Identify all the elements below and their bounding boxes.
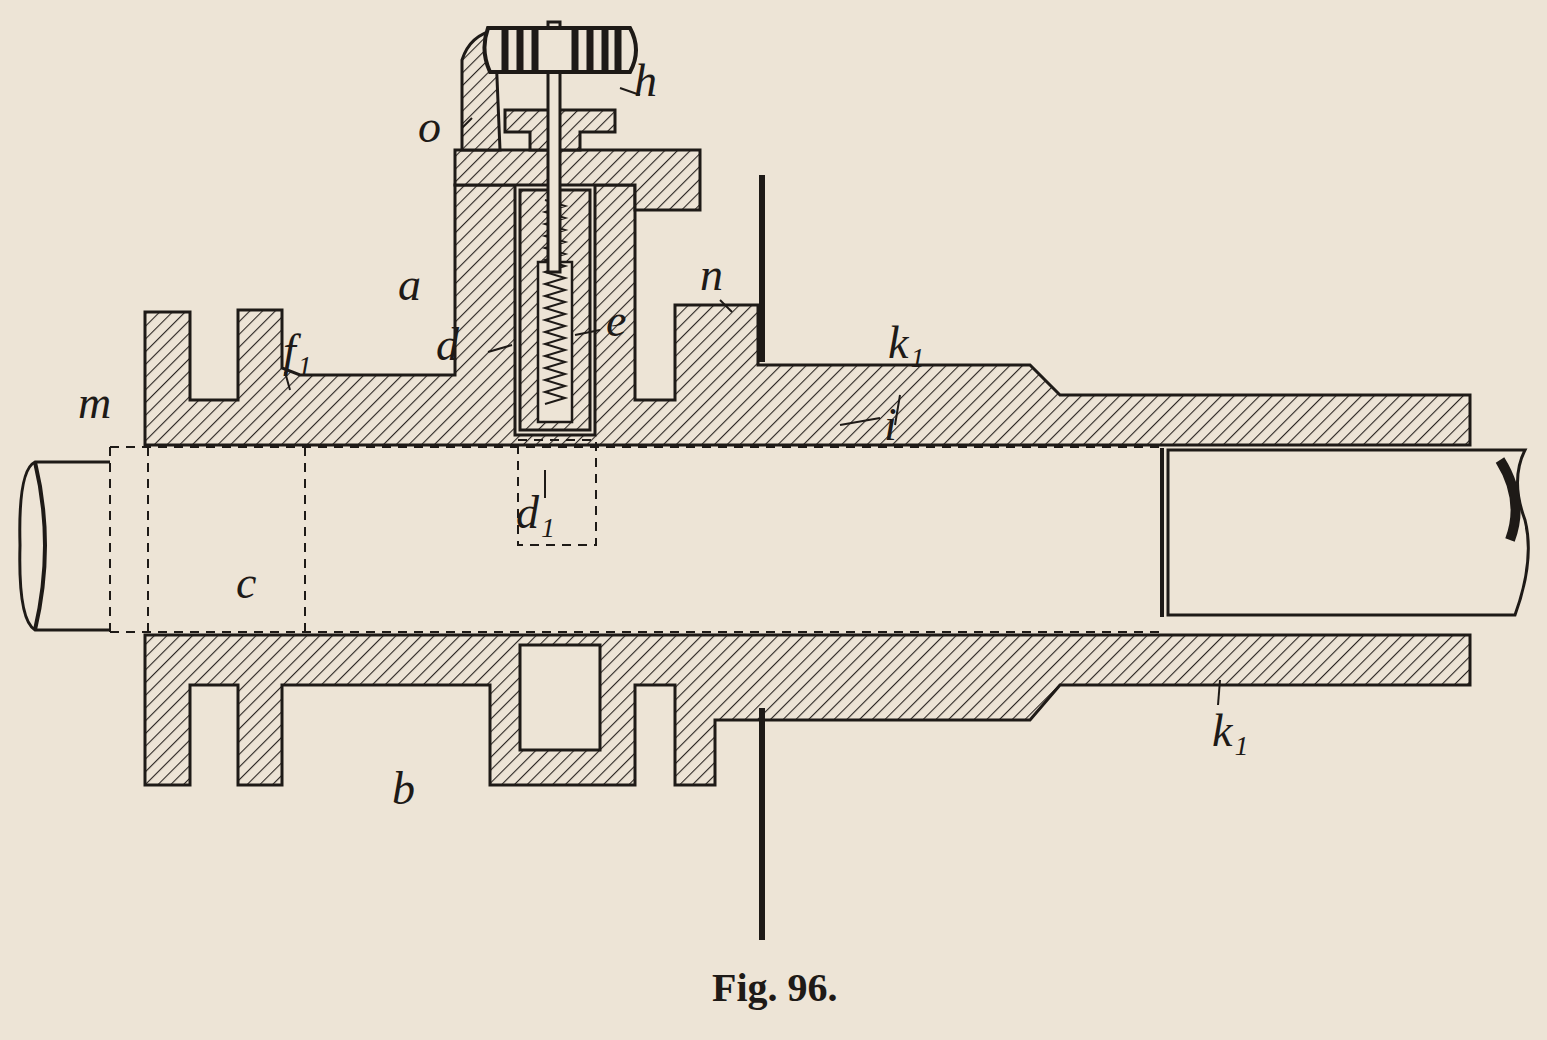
part-letter: b [392, 766, 415, 812]
part-letter: e [606, 298, 626, 344]
part-letter: o [418, 104, 441, 150]
part-letter: n [700, 252, 723, 298]
part-letter: d [436, 322, 459, 368]
part-letter: d₁ [516, 490, 555, 536]
part-letter: h [634, 58, 657, 104]
part-letter: c [236, 560, 256, 606]
figure-caption: Fig. 96. [712, 968, 838, 1008]
part-letter: k₁ [1212, 708, 1248, 754]
part-letter: i [884, 402, 897, 448]
part-letter: f₁ [283, 328, 312, 374]
part-letter: m [78, 380, 111, 426]
part-letter: k₁ [888, 320, 924, 366]
part-letter: a [398, 262, 421, 308]
